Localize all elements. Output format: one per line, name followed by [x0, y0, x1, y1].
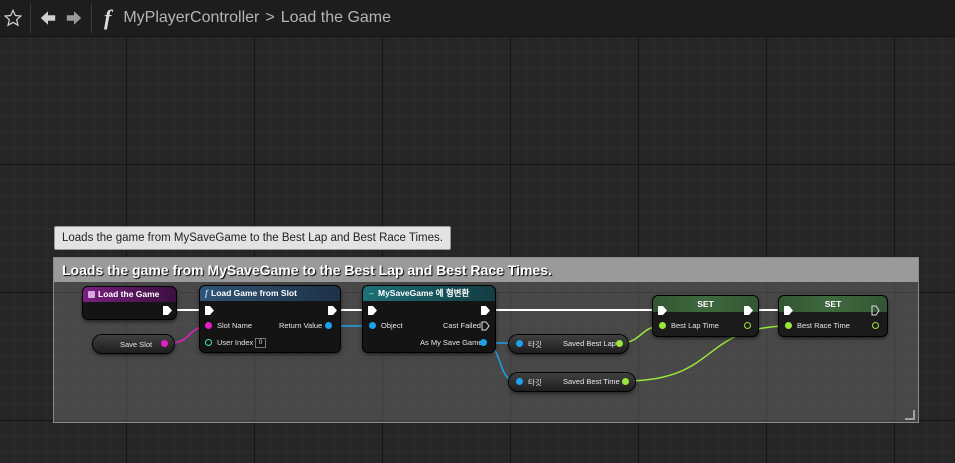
set-race-title: SET	[824, 298, 842, 309]
as-my-save-game-label: As My Save Game	[420, 338, 483, 347]
best-race-time-in-pin[interactable]	[785, 322, 792, 329]
favorite-star-icon[interactable]	[0, 3, 26, 33]
exec-in-pin[interactable]	[368, 306, 377, 315]
slot-name-label: Slot Name	[217, 321, 253, 330]
target-pin[interactable]	[516, 378, 523, 385]
cast-arrows-icon: ↔	[368, 290, 375, 297]
set-best-lap-time-node[interactable]: SET Best Lap Time	[653, 296, 758, 336]
function-entry-node[interactable]: Load the Game	[83, 287, 176, 319]
function-entry-title: Load the Game	[98, 289, 160, 299]
graph-canvas[interactable]	[0, 36, 955, 463]
string-out-pin[interactable]	[161, 340, 168, 347]
cast-header: ↔ MySaveGame 에 형변환	[363, 286, 495, 301]
target-label: 타깃	[528, 340, 542, 349]
back-arrow-icon[interactable]	[35, 3, 61, 33]
toolbar-divider	[91, 3, 92, 33]
toolbar: f MyPlayerController > Load the Game	[0, 0, 955, 37]
exec-out-hollow-pin-icon[interactable]	[871, 305, 880, 316]
function-entry-header: Load the Game	[83, 287, 176, 302]
breadcrumb-owner[interactable]: MyPlayerController	[123, 9, 260, 26]
target-label: 타깃	[528, 378, 542, 387]
function-f-icon: f	[104, 5, 112, 30]
comment-tooltip: Loads the game from MySaveGame to the Be…	[54, 226, 451, 250]
load-game-title: Load Game from Slot	[211, 288, 297, 298]
float-out-pin[interactable]	[622, 378, 629, 385]
saved-best-lap-getter[interactable]: 타깃 Saved Best Lap	[509, 335, 628, 353]
user-index-label: User Index	[217, 338, 254, 347]
cast-title: MySaveGame 에 형변환	[378, 288, 470, 298]
as-my-save-game-pin[interactable]	[480, 339, 487, 346]
user-index-pin[interactable]	[205, 339, 212, 346]
target-pin[interactable]	[516, 340, 523, 347]
breadcrumb-function: Load the Game	[280, 9, 392, 26]
load-game-from-slot-node[interactable]: f Load Game from Slot Slot Name User Ind…	[200, 286, 340, 352]
set-race-header: SET	[779, 296, 887, 312]
set-lap-title: SET	[697, 298, 714, 309]
return-value-label: Return Value	[279, 321, 323, 330]
exec-in-pin[interactable]	[205, 306, 214, 315]
float-out-pin[interactable]	[616, 340, 623, 347]
load-game-header: f Load Game from Slot	[200, 286, 340, 301]
best-lap-time-label: Best Lap Time	[671, 321, 719, 330]
return-value-pin[interactable]	[325, 322, 332, 329]
exec-out-pin[interactable]	[744, 306, 753, 315]
set-lap-header: SET	[653, 296, 758, 312]
toolbar-divider	[30, 3, 31, 33]
function-entry-icon	[88, 291, 95, 298]
best-lap-time-in-pin[interactable]	[659, 322, 666, 329]
save-slot-label: Save Slot	[120, 340, 153, 349]
exec-out-pin[interactable]	[163, 306, 172, 315]
function-f-icon: f	[205, 288, 208, 298]
exec-in-pin[interactable]	[658, 306, 667, 315]
saved-best-lap-label: Saved Best Lap	[563, 339, 616, 348]
forward-arrow-icon[interactable]	[61, 3, 87, 33]
best-race-time-label: Best Race Time	[797, 321, 850, 330]
best-race-time-out-pin[interactable]	[872, 322, 879, 329]
object-in-pin[interactable]	[369, 322, 376, 329]
save-slot-variable[interactable]: Save Slot	[93, 335, 174, 353]
cast-failed-exec-icon[interactable]	[481, 321, 490, 331]
saved-best-time-label: Saved Best Time	[563, 377, 620, 386]
breadcrumb-separator: >	[265, 9, 275, 26]
best-lap-time-out-pin[interactable]	[744, 322, 751, 329]
set-best-race-time-node[interactable]: SET Best Race Time	[779, 296, 887, 336]
exec-in-pin[interactable]	[784, 306, 793, 315]
slot-name-pin[interactable]	[205, 322, 212, 329]
cast-failed-label: Cast Failed	[443, 321, 481, 330]
exec-out-pin[interactable]	[481, 306, 490, 315]
object-label: Object	[381, 321, 403, 330]
saved-best-time-getter[interactable]: 타깃 Saved Best Time	[509, 373, 635, 391]
comment-title[interactable]: Loads the game from MySaveGame to the Be…	[54, 258, 918, 282]
resize-grip-icon[interactable]	[905, 410, 915, 420]
user-index-input[interactable]: 0	[255, 338, 266, 348]
exec-out-pin[interactable]	[328, 306, 337, 315]
cast-node[interactable]: ↔ MySaveGame 에 형변환 Object Cast Failed As…	[363, 286, 495, 352]
